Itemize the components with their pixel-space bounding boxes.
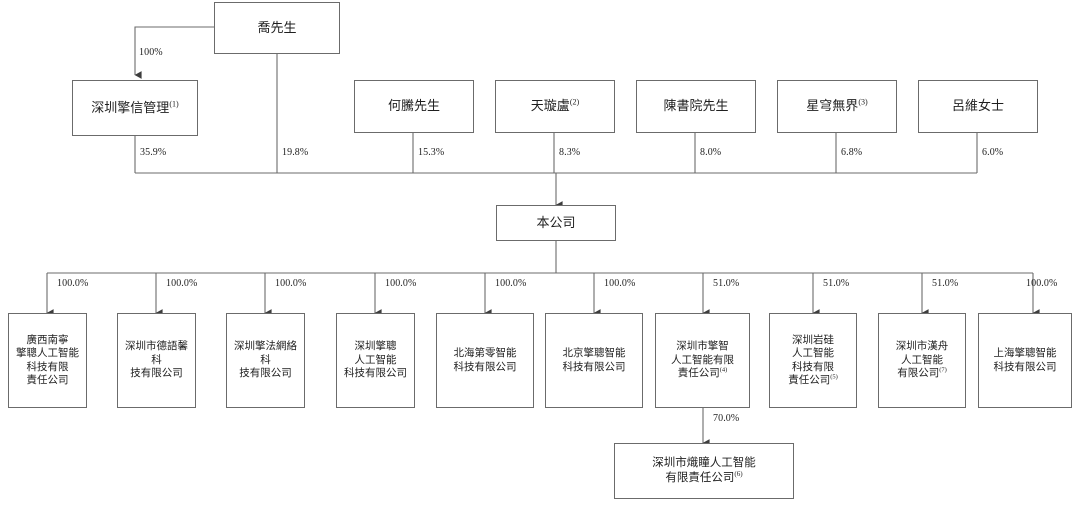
node-shareholder-0-label: 深圳擎信管理(1) <box>91 100 178 117</box>
node-subsidiary-5-label: 北京擎聰智能 科技有限公司 <box>563 347 626 374</box>
node-subsidiary-7[interactable]: 深圳岩硅 人工智能 科技有限 責任公司(5) <box>769 313 857 408</box>
pct-shareholder-2: 15.3% <box>418 147 445 158</box>
node-shareholder-6-label: 呂維女士 <box>952 98 1004 115</box>
node-sub-subsidiary-text: 深圳市熾瞳人工智能 有限責任公司 <box>652 457 756 484</box>
node-controller[interactable]: 喬先生 <box>214 2 340 54</box>
pct-subsidiary-0: 100.0% <box>57 278 89 289</box>
node-shareholder-2[interactable]: 何騰先生 <box>354 80 474 133</box>
pct-subsidiary-3: 100.0% <box>385 278 417 289</box>
pct-subsidiary-6: 51.0% <box>713 278 740 289</box>
node-shareholder-0-footnote: (1) <box>169 99 179 109</box>
node-shareholder-4[interactable]: 陳書院先生 <box>636 80 756 133</box>
node-shareholder-4-text: 陳書院先生 <box>663 98 729 114</box>
node-subsidiary-4[interactable]: 北海第零智能 科技有限公司 <box>436 313 534 408</box>
node-shareholder-5-footnote: (3) <box>858 97 868 107</box>
node-shareholder-2-text: 何騰先生 <box>387 98 440 114</box>
node-subsidiary-6[interactable]: 深圳市擎智 人工智能有限 責任公司(4) <box>655 313 750 408</box>
pct-subsidiary-2: 100.0% <box>275 278 307 289</box>
node-shareholder-6[interactable]: 呂維女士 <box>918 80 1038 133</box>
node-subsidiary-4-label: 北海第零智能 科技有限公司 <box>454 347 517 374</box>
node-shareholder-0-text: 深圳擎信管理 <box>91 99 170 115</box>
node-sub-subsidiary-footnote: (6) <box>734 470 743 479</box>
node-subsidiary-7-text: 深圳岩硅 人工智能 科技有限 責任公司 <box>788 334 834 386</box>
node-subsidiary-2[interactable]: 深圳擎法網絡科 技有限公司 <box>226 313 305 408</box>
node-subsidiary-3-label: 深圳擎聰 人工智能 科技有限公司 <box>344 340 407 380</box>
node-subsidiary-8[interactable]: 深圳市漢舟 人工智能 有限公司(7) <box>878 313 966 408</box>
pct-controller-to-holding: 100% <box>139 47 163 58</box>
node-subsidiary-7-label: 深圳岩硅 人工智能 科技有限 責任公司(5) <box>788 334 838 388</box>
node-subsidiary-6-label: 深圳市擎智 人工智能有限 責任公司(4) <box>671 340 734 380</box>
node-shareholder-0[interactable]: 深圳擎信管理(1) <box>72 80 198 136</box>
pct-subsidiary-8: 51.0% <box>932 278 959 289</box>
node-shareholder-6-text: 呂維女士 <box>951 98 1004 114</box>
pct-shareholder-4: 8.0% <box>700 147 722 158</box>
pct-subsidiary-4: 100.0% <box>495 278 527 289</box>
node-company-label: 本公司 <box>536 214 576 230</box>
node-shareholder-3[interactable]: 天璇盧(2) <box>495 80 615 133</box>
node-subsidiary-8-footnote: (7) <box>939 366 947 374</box>
node-subsidiary-1[interactable]: 深圳市德語馨科 技有限公司 <box>117 313 196 408</box>
node-sub-subsidiary-label: 深圳市熾瞳人工智能 有限責任公司(6) <box>652 456 756 485</box>
node-shareholder-3-text: 天璇盧 <box>530 98 570 114</box>
node-controller-label: 喬先生 <box>257 19 297 35</box>
pct-subsidiary-7: 51.0% <box>823 278 850 289</box>
node-shareholder-4-label: 陳書院先生 <box>663 98 728 115</box>
node-shareholder-5-text: 星穹無界 <box>806 98 859 114</box>
pct-shareholder-5: 6.8% <box>841 147 863 158</box>
node-subsidiary-8-label: 深圳市漢舟 人工智能 有限公司(7) <box>896 340 949 380</box>
node-subsidiary-3-text: 深圳擎聰 人工智能 科技有限公司 <box>344 341 407 380</box>
node-subsidiary-4-text: 北海第零智能 科技有限公司 <box>453 348 517 373</box>
node-subsidiary-8-text: 深圳市漢舟 人工智能 有限公司 <box>895 341 949 380</box>
node-subsidiary-2-label: 深圳擎法網絡科 技有限公司 <box>230 340 301 380</box>
node-shareholder-3-footnote: (2) <box>569 97 580 107</box>
node-subsidiary-9-text: 上海擎聰智能 科技有限公司 <box>993 348 1057 373</box>
pct-subsidiary-1: 100.0% <box>166 278 198 289</box>
node-company[interactable]: 本公司 <box>496 205 616 241</box>
node-subsidiary-3[interactable]: 深圳擎聰 人工智能 科技有限公司 <box>336 313 415 408</box>
node-subsidiary-9[interactable]: 上海擎聰智能 科技有限公司 <box>978 313 1072 408</box>
node-shareholder-3-label: 天璇盧(2) <box>531 98 579 115</box>
pct-shareholder-1: 19.8% <box>282 147 309 158</box>
node-subsidiary-9-label: 上海擎聰智能 科技有限公司 <box>994 347 1057 374</box>
pct-shareholder-6: 6.0% <box>982 147 1004 158</box>
node-subsidiary-6-text: 深圳市擎智 人工智能有限 責任公司 <box>671 341 734 380</box>
node-shareholder-2-label: 何騰先生 <box>388 98 440 115</box>
node-subsidiary-5[interactable]: 北京擎聰智能 科技有限公司 <box>545 313 643 408</box>
pct-subsidiary-5: 100.0% <box>604 278 636 289</box>
node-subsidiary-7-footnote: (5) <box>830 373 838 381</box>
node-shareholder-5[interactable]: 星穹無界(3) <box>777 80 897 133</box>
node-sub-subsidiary[interactable]: 深圳市熾瞳人工智能 有限責任公司(6) <box>614 443 794 499</box>
node-shareholder-5-label: 星穹無界(3) <box>806 98 867 115</box>
node-subsidiary-2-text: 深圳擎法網絡科 技有限公司 <box>234 341 297 380</box>
node-subsidiary-5-text: 北京擎聰智能 科技有限公司 <box>562 348 626 373</box>
node-subsidiary-6-footnote: (4) <box>719 366 728 374</box>
node-subsidiary-1-label: 深圳市德語馨科 技有限公司 <box>121 340 192 380</box>
node-subsidiary-0-label: 廣西南寧 擎聰人工智能 科技有限 責任公司 <box>16 334 79 388</box>
pct-sub-subsidiary: 70.0% <box>713 413 740 424</box>
node-subsidiary-0[interactable]: 廣西南寧 擎聰人工智能 科技有限 責任公司 <box>8 313 87 408</box>
node-subsidiary-1-text: 深圳市德語馨科 技有限公司 <box>125 341 188 380</box>
node-subsidiary-0-text: 廣西南寧 擎聰人工智能 科技有限 責任公司 <box>16 334 79 386</box>
pct-shareholder-0: 35.9% <box>140 147 167 158</box>
pct-subsidiary-9: 100.0% <box>1026 278 1058 289</box>
pct-shareholder-3: 8.3% <box>559 147 581 158</box>
